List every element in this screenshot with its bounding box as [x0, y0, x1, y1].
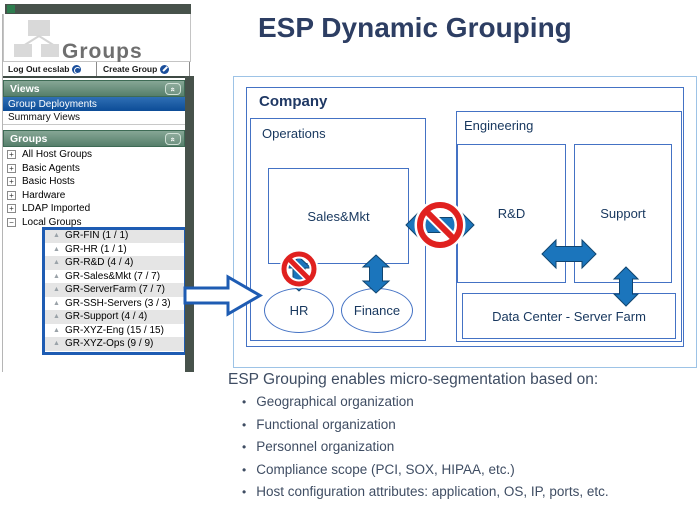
tree-item-hardware[interactable]: + Hardware [3, 189, 185, 203]
support-box: Support [574, 144, 672, 283]
group-icon: ▲ [53, 286, 60, 294]
tree-item-ldap-imported[interactable]: + LDAP Imported [3, 202, 185, 216]
highlight-rectangle [42, 227, 187, 355]
tree-item-gr-serverfarm[interactable]: ▲ GR-ServerFarm (7 / 7) [3, 283, 185, 297]
sidebar-item-group-deployments[interactable]: Group Deployments [3, 97, 185, 111]
tree-item-gr-salesmkt[interactable]: ▲ GR-Sales&Mkt (7 / 7) [53, 270, 161, 282]
rd-label: R&D [497, 206, 526, 221]
finance-ellipse: Finance [341, 288, 413, 333]
org-chart-icon [14, 20, 59, 57]
group-icon: ▲ [53, 299, 60, 307]
operations-label: Operations [262, 126, 326, 141]
groups-collapse-icon[interactable]: « [165, 133, 181, 145]
logout-tab[interactable]: Log Out ecslab [3, 62, 97, 76]
sidebar-item-summary-views[interactable]: Summary Views [3, 111, 185, 125]
tree-item-gr-xyz-ops[interactable]: ▲ GR-XYZ-Ops (9 / 9) [3, 337, 185, 351]
create-group-tab-label: Create Group [103, 64, 158, 74]
logout-tab-label: Log Out ecslab [8, 64, 70, 74]
expand-icon[interactable]: + [7, 177, 16, 187]
datacenter-box: Data Center - Server Farm [462, 293, 676, 339]
tree-item-basic-hosts[interactable]: + Basic Hosts [3, 175, 185, 189]
datacenter-label: Data Center - Server Farm [492, 308, 646, 324]
groups-panel-title: Groups [10, 132, 48, 145]
tree-item-local-groups[interactable]: − Local Groups [3, 216, 185, 230]
sales-mkt-label: Sales&Mkt [307, 208, 370, 224]
tree-item-gr-hr[interactable]: ▲ GR-HR (1 / 1) [53, 243, 127, 255]
sidebar-tab-bar: Log Out ecslab Create Group [3, 62, 191, 78]
rd-box: R&D [457, 144, 566, 283]
bullet-host-config: Host configuration attributes: applicati… [242, 484, 608, 499]
tree-item-gr-rd[interactable]: ▲ GR-R&D (4 / 4) [3, 256, 185, 270]
engineering-label: Engineering [464, 118, 534, 133]
bullet-geographical: Geographical organization [242, 394, 414, 409]
tree-item-gr-support[interactable]: ▲ GR-Support (4 / 4) [3, 310, 185, 324]
sidebar-left-border [2, 14, 3, 372]
tree-item-gr-fin[interactable]: ▲ GR-FIN (1 / 1) [3, 229, 185, 243]
tree-item-all-host-groups[interactable]: + All Host Groups [3, 148, 185, 162]
sidebar-logo-title: Groups [62, 40, 143, 63]
hr-ellipse: HR [264, 288, 334, 333]
collapse-expander-icon[interactable]: − [7, 217, 16, 227]
expand-icon[interactable]: + [7, 190, 16, 200]
bullet-compliance: Compliance scope (PCI, SOX, HIPAA, etc.) [242, 462, 515, 477]
group-icon: ▲ [53, 245, 60, 253]
expand-icon[interactable]: + [7, 163, 16, 173]
group-icon: ▲ [53, 232, 60, 240]
summary-views-label: Summary Views [8, 112, 81, 123]
tree-item-gr-xyz-eng[interactable]: ▲ GR-XYZ-Eng (15 / 15) [53, 324, 164, 336]
logout-icon [72, 64, 82, 74]
group-icon: ▲ [53, 326, 60, 334]
company-label: Company [259, 93, 328, 110]
views-panel-title: Views [10, 82, 40, 95]
group-icon: ▲ [53, 272, 60, 280]
bullet-personnel: Personnel organization [242, 439, 394, 454]
group-icon: ▲ [53, 259, 60, 267]
group-deployments-label: Group Deployments [8, 98, 97, 110]
hr-label: HR [289, 303, 309, 318]
group-icon: ▲ [53, 313, 60, 321]
grouping-diagram: Company Operations Sales&Mkt HR Finance … [233, 76, 697, 368]
create-group-icon [160, 64, 170, 74]
sidebar-top-bar [5, 4, 191, 14]
tree-item-basic-agents[interactable]: + Basic Agents [3, 162, 185, 176]
group-icon: ▲ [53, 340, 60, 348]
support-label: Support [600, 206, 646, 221]
bullet-functional: Functional organization [242, 417, 396, 432]
caption-text: ESP Grouping enables micro-segmentation … [228, 371, 599, 388]
views-panel-header: Views « [3, 80, 185, 97]
sidebar-logo-header: Groups [3, 14, 191, 63]
groups-panel-header: Groups « [3, 130, 185, 147]
views-collapse-icon[interactable]: « [165, 83, 181, 95]
expand-icon[interactable]: + [7, 150, 16, 160]
green-indicator [7, 5, 15, 13]
finance-label: Finance [353, 303, 401, 318]
tree-item-gr-ssh-servers[interactable]: ▲ GR-SSH-Servers (3 / 3) [53, 297, 171, 309]
expand-icon[interactable]: + [7, 204, 16, 214]
sidebar-right-strip [185, 76, 194, 372]
create-group-tab[interactable]: Create Group [98, 62, 190, 76]
sales-mkt-box: Sales&Mkt [268, 168, 409, 264]
pointer-arrow [183, 274, 263, 317]
page-title: ESP Dynamic Grouping [258, 12, 572, 43]
